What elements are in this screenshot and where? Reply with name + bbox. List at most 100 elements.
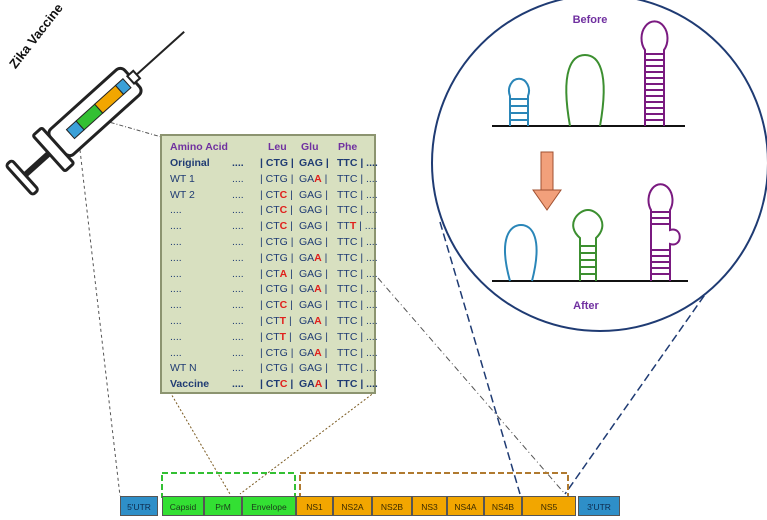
codon-separator: | [287, 378, 294, 391]
codon-cell: TTC | .... [337, 250, 378, 266]
codon-cell: | CTG | [260, 345, 293, 361]
row-label: .... [170, 315, 182, 327]
codon-text: TTC | .... [337, 267, 378, 280]
codon-cell: TTC | .... [337, 187, 378, 203]
row-label: .... [170, 204, 182, 217]
mutated-base: T [279, 330, 287, 343]
down-arrow-icon [532, 151, 562, 211]
connector-line [564, 275, 719, 495]
row-label: .... [170, 299, 182, 312]
codon-text: TTC | .... [337, 204, 378, 217]
codon-cell: | CTC | [260, 376, 293, 392]
codon-text: | CTG | [260, 346, 294, 359]
codon-text: TTC | .... [337, 251, 378, 264]
open-loop-icon [565, 53, 605, 127]
table-row: ........| CTG |GAA |TTC | .... [170, 281, 378, 297]
codon-cell: GAG | [299, 155, 329, 171]
after-structures [492, 183, 688, 282]
row-dots: .... [232, 236, 244, 248]
codon-cell: GAG | [299, 297, 328, 313]
codon-cell: TTC | .... [337, 281, 378, 297]
codon-text: TTC | .... [337, 346, 378, 359]
genome-segment-ns2b: NS2B [372, 496, 412, 516]
row-dots: .... [232, 315, 244, 327]
codon-text: TTC | .... [337, 378, 378, 391]
codon-separator: | [287, 204, 293, 217]
mutated-base: C [279, 378, 288, 391]
codon-separator: | [287, 267, 293, 280]
mutated-base: A [314, 172, 322, 185]
codon-cell: | CTG | [260, 171, 293, 187]
codon-text: | CT [260, 188, 280, 201]
codon-text: GAG | [299, 330, 328, 343]
codon-separator: | [287, 188, 293, 201]
codon-cell: | CTG | [260, 155, 294, 171]
row-label: .... [170, 267, 182, 280]
row-label: .... [170, 283, 182, 296]
codon-cell: | CTT | [260, 313, 292, 329]
codon-text: TTC | .... [337, 236, 378, 248]
structural-bracket [161, 472, 296, 498]
row-label: .... [170, 346, 182, 359]
table-row: WT 1....| CTG |GAA |TTC | .... [170, 171, 378, 187]
genome-segment-prm: PrM [204, 496, 242, 516]
codon-text: TTC | .... [337, 299, 378, 312]
mutated-base: C [279, 188, 288, 201]
rna-structure-inset [431, 0, 767, 332]
header-amino-acid: Amino Acid [170, 141, 228, 153]
codon-text: GAG | [299, 188, 328, 201]
codon-text: GAG | [299, 204, 328, 217]
codon-cell: GAG | [299, 218, 328, 234]
codon-text: | CT [260, 315, 280, 327]
codon-text: | CTG | [260, 172, 294, 185]
genome-segment-5utr: 5'UTR [120, 496, 158, 516]
genome-segment-ns2a: NS2A [333, 496, 372, 516]
stem-loop-icon [647, 183, 681, 281]
syringe-icon [5, 30, 185, 196]
codon-cell: GAA | [299, 171, 327, 187]
codon-cell: | CTC | [260, 297, 293, 313]
table-row: ........| CTG |GAA |TTC | .... [170, 345, 378, 361]
table-row: Vaccine....| CTC |GAA |TTC | .... [170, 376, 378, 392]
codon-cell: | CTC | [260, 202, 293, 218]
table-row: ........| CTT |GAG |TTC | .... [170, 329, 378, 345]
codon-cell: | CTG | [260, 360, 293, 376]
genome-segment-3utr: 3'UTR [578, 496, 620, 516]
codon-separator: | .... [356, 220, 377, 233]
mutated-base: C [279, 299, 288, 312]
nonstructural-bracket [299, 472, 569, 498]
codon-text: GA [299, 251, 315, 264]
table-row: ........| CTC |GAG |TTT | .... [170, 218, 377, 234]
stem-loop-icon [640, 20, 669, 126]
genome-segment-envelope: Envelope [242, 496, 296, 516]
table-row: Original....| CTG |GAG |TTC | .... [170, 155, 378, 171]
codon-cell: GAA | [299, 376, 328, 392]
row-dots: .... [232, 299, 244, 312]
mutated-base: A [314, 346, 322, 359]
row-label: .... [170, 236, 182, 248]
codon-cell: TTC | .... [337, 155, 378, 171]
table-row: ........| CTC |GAG |TTC | .... [170, 202, 378, 218]
codon-cell: TTC | .... [337, 345, 378, 361]
codon-text: | CTG | [260, 236, 294, 248]
genome-segment-ns4a: NS4A [447, 496, 484, 516]
row-dots: .... [232, 362, 244, 375]
codon-cell: GAG | [299, 266, 328, 282]
table-row: WT 2....| CTC |GAG |TTC | .... [170, 187, 378, 203]
codon-text: | CT [260, 330, 280, 343]
stem-loop-icon [572, 208, 604, 281]
codon-text: TTC | .... [337, 157, 378, 169]
codon-text: GA [299, 283, 315, 296]
codon-text: GA [299, 172, 315, 185]
codon-text: TTC | .... [337, 315, 378, 327]
connector-line [377, 277, 566, 495]
before-label: Before [572, 14, 608, 26]
row-label: WT 2 [170, 188, 195, 201]
row-dots: .... [232, 267, 244, 280]
header-glu: Glu [301, 141, 319, 153]
genome-segment-ns4b: NS4B [484, 496, 522, 516]
row-dots: .... [232, 251, 244, 264]
codon-cell: TTC | .... [337, 171, 378, 187]
stem-loop-icon [508, 77, 530, 126]
